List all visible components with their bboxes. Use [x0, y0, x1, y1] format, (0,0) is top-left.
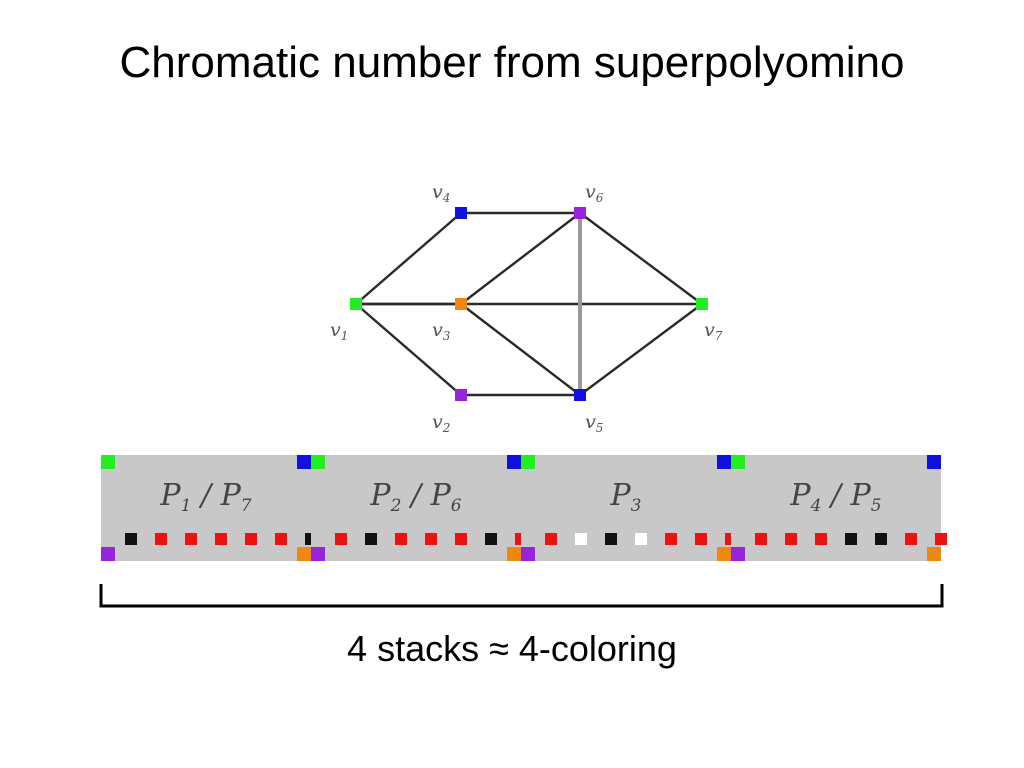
corner-marker-bl — [101, 547, 115, 561]
vertex-label-v1: v1 — [330, 319, 348, 343]
stack-square — [395, 533, 407, 545]
corner-marker-tl — [311, 455, 325, 469]
corner-marker-br — [507, 547, 521, 561]
vertex-label-v7: v7 — [704, 319, 723, 343]
stack-2: P2 / P6 — [311, 455, 527, 561]
corner-marker-bl — [521, 547, 535, 561]
graph-vertices — [350, 207, 708, 401]
stack-square — [785, 533, 797, 545]
vertex-label-v6: v6 — [585, 181, 604, 205]
graph-vertex-labels: v1 v2 v3 v4 v5 v6 v7 — [330, 181, 723, 435]
vertex-label-v5: v5 — [585, 411, 603, 435]
stack-label: P4 / P5 — [789, 478, 881, 516]
corner-marker-tr — [927, 455, 941, 469]
vertex-v4 — [455, 207, 467, 219]
stack-label: P2 / P6 — [369, 478, 461, 516]
stack-square — [875, 533, 887, 545]
stack-1: P1 / P7 — [101, 455, 317, 561]
corner-marker-br — [927, 547, 941, 561]
stack-label: P3 — [609, 478, 641, 516]
vertex-v2 — [455, 389, 467, 401]
edge-v1-v2 — [355, 303, 462, 396]
corner-marker-tl — [101, 455, 115, 469]
vertex-v6 — [574, 207, 586, 219]
stack-square — [425, 533, 437, 545]
stack-square — [845, 533, 857, 545]
stack-square — [815, 533, 827, 545]
stack-square — [125, 533, 137, 545]
stack-square — [155, 533, 167, 545]
vertex-v1 — [350, 298, 362, 310]
stack-square — [935, 533, 947, 545]
corner-marker-tl — [731, 455, 745, 469]
edge-v5-v7 — [579, 303, 703, 396]
corner-marker-bl — [731, 547, 745, 561]
graph-edges — [355, 211, 703, 397]
vertex-v7 — [696, 298, 708, 310]
stack-square — [755, 533, 767, 545]
stack-square — [545, 533, 557, 545]
corner-marker-br — [717, 547, 731, 561]
edge-v3-v5 — [460, 303, 581, 396]
stacks-strip: P1 / P7 P2 / P6 P3 P4 / P5 — [101, 455, 947, 561]
stack-square — [575, 533, 587, 545]
slide-caption: 4 stacks ≈ 4-coloring — [347, 628, 677, 669]
stack-4: P4 / P5 — [731, 455, 947, 561]
slide-title: Chromatic number from superpolyomino — [119, 38, 905, 87]
stack-square — [335, 533, 347, 545]
edge-v6-v7 — [579, 212, 703, 305]
stack-square — [215, 533, 227, 545]
edge-v3-v6 — [460, 212, 581, 305]
stack-square — [365, 533, 377, 545]
stack-label: P1 / P7 — [159, 478, 251, 516]
corner-marker-tr — [297, 455, 311, 469]
stack-square — [245, 533, 257, 545]
corner-marker-tr — [507, 455, 521, 469]
vertex-label-v3: v3 — [432, 319, 451, 343]
stack-square — [455, 533, 467, 545]
corner-marker-br — [297, 547, 311, 561]
stacks-bracket — [99, 584, 944, 608]
stack-3: P3 — [521, 455, 737, 561]
corner-marker-tr — [717, 455, 731, 469]
vertex-v3 — [455, 298, 467, 310]
vertex-v5 — [574, 389, 586, 401]
stack-square — [635, 533, 647, 545]
corner-marker-bl — [311, 547, 325, 561]
stack-square — [275, 533, 287, 545]
stack-square — [695, 533, 707, 545]
stack-square — [185, 533, 197, 545]
stack-square — [605, 533, 617, 545]
stack-square — [485, 533, 497, 545]
corner-marker-tl — [521, 455, 535, 469]
vertex-label-v4: v4 — [432, 181, 450, 205]
stack-square — [665, 533, 677, 545]
stack-square — [905, 533, 917, 545]
edge-v1-v4 — [355, 212, 462, 305]
vertex-label-v2: v2 — [432, 411, 450, 435]
